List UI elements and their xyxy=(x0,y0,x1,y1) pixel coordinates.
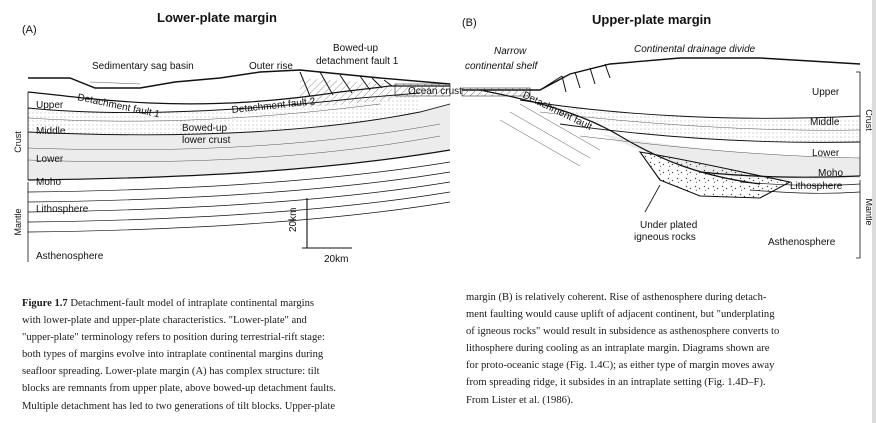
caption-left-line-6: blocks are remnants from upper plate, ab… xyxy=(22,383,336,395)
moho-line-a xyxy=(27,149,451,181)
underplated-igneous-wedge xyxy=(638,151,792,199)
panel-b-title: Upper-plate margin xyxy=(592,12,711,27)
scale-bar xyxy=(302,198,352,249)
caption-left: Figure 1.7 Detachment-fault model of int… xyxy=(22,295,442,415)
ocean-crust-b xyxy=(461,87,531,97)
caption-left-line-4: both types of margins evolve into intrap… xyxy=(22,349,324,361)
middle-label-a: Middle xyxy=(36,126,66,137)
lithosphere-label-a: Lithosphere xyxy=(36,204,89,215)
mantle-label-b: Mantle xyxy=(864,198,874,225)
caption-right-line-7: From Lister et al. (1986). xyxy=(466,394,574,406)
caption-right-line-4: lithosphere during cooling as an intrapl… xyxy=(466,343,770,355)
drainage-divide-label: Continental drainage divide xyxy=(634,44,756,55)
panel-a-title: Lower-plate margin xyxy=(157,10,277,25)
caption-left-line-5: seafloor spreading. Lower-plate margin (… xyxy=(22,366,320,378)
lithosphere-label-b: Lithosphere xyxy=(790,181,843,192)
crust-label-b: Crust xyxy=(864,109,874,131)
caption-right-line-6: from spreading ridge, it subsides in an … xyxy=(466,377,766,389)
bowed-up-crust-label-1: Bowed-up xyxy=(182,123,227,134)
caption-right: margin (B) is relatively coherent. Rise … xyxy=(466,289,866,409)
lower-label-b: Lower xyxy=(812,148,840,159)
underplated-label-1: Under plated xyxy=(640,220,697,231)
bowed-up-crust-label-2: lower crust xyxy=(182,135,231,146)
caption-right-line-1: margin (B) is relatively coherent. Rise … xyxy=(466,292,767,303)
narrow-shelf-label-2: continental shelf xyxy=(465,61,538,72)
middle-label-b: Middle xyxy=(810,117,840,128)
narrow-shelf-label-1: Narrow xyxy=(494,46,527,57)
asthenosphere-label-b: Asthenosphere xyxy=(768,237,836,248)
middle-crust-shade-b xyxy=(550,104,860,143)
sag-basin-label: Sedimentary sag basin xyxy=(92,61,194,72)
caption-right-line-3: of igneous rocks" would result in subsid… xyxy=(466,326,780,338)
panel-b-label: (B) xyxy=(462,17,477,29)
tilt-blocks-b xyxy=(539,63,611,93)
mantle-label-a: Mantle xyxy=(13,208,23,235)
caption-right-line-2: ment faulting would cause uplift of adja… xyxy=(466,309,775,321)
moho-label-a: Moho xyxy=(36,177,61,188)
caption-left-line-7: Multiple detachment has led to two gener… xyxy=(22,400,336,412)
caption-left-line-1: Detachment-fault model of intraplate con… xyxy=(70,298,315,309)
bowed-up-fault-label-1: Bowed-up xyxy=(333,43,378,54)
scale-v-label: 20km xyxy=(288,208,299,232)
caption-left-line-2: with lower-plate and upper-plate charact… xyxy=(22,315,307,327)
lower-crust-shade-a xyxy=(28,104,450,180)
caption-right-line-5: for proto-oceanic stage (Fig. 1.4C); as … xyxy=(466,360,775,372)
figure-diagram: (A) Lower-plate margin Sedimentary sag b… xyxy=(13,10,874,265)
bracket-b xyxy=(856,71,861,259)
lower-label-a: Lower xyxy=(36,154,64,165)
scale-h-label: 20km xyxy=(324,254,348,265)
ocean-crust-a xyxy=(394,83,451,97)
caption-left-line-3: "upper-plate" terminology refers to posi… xyxy=(22,332,325,344)
moho-label-b: Moho xyxy=(818,168,843,179)
page-edge xyxy=(872,0,876,423)
figure-label: Figure 1.7 xyxy=(22,298,68,309)
upper-label-a: Upper xyxy=(36,100,64,111)
asthenosphere-label-a: Asthenosphere xyxy=(36,251,104,262)
underplated-label-2: igneous rocks xyxy=(634,232,696,243)
outer-rise-label: Outer rise xyxy=(249,61,293,72)
ocean-crust-label-a: Ocean crust xyxy=(408,86,462,97)
upper-label-b: Upper xyxy=(812,87,840,98)
panel-a-label: (A) xyxy=(22,24,37,36)
crust-label-a: Crust xyxy=(13,131,23,153)
bowed-up-fault-label-2: detachment fault 1 xyxy=(316,56,399,67)
